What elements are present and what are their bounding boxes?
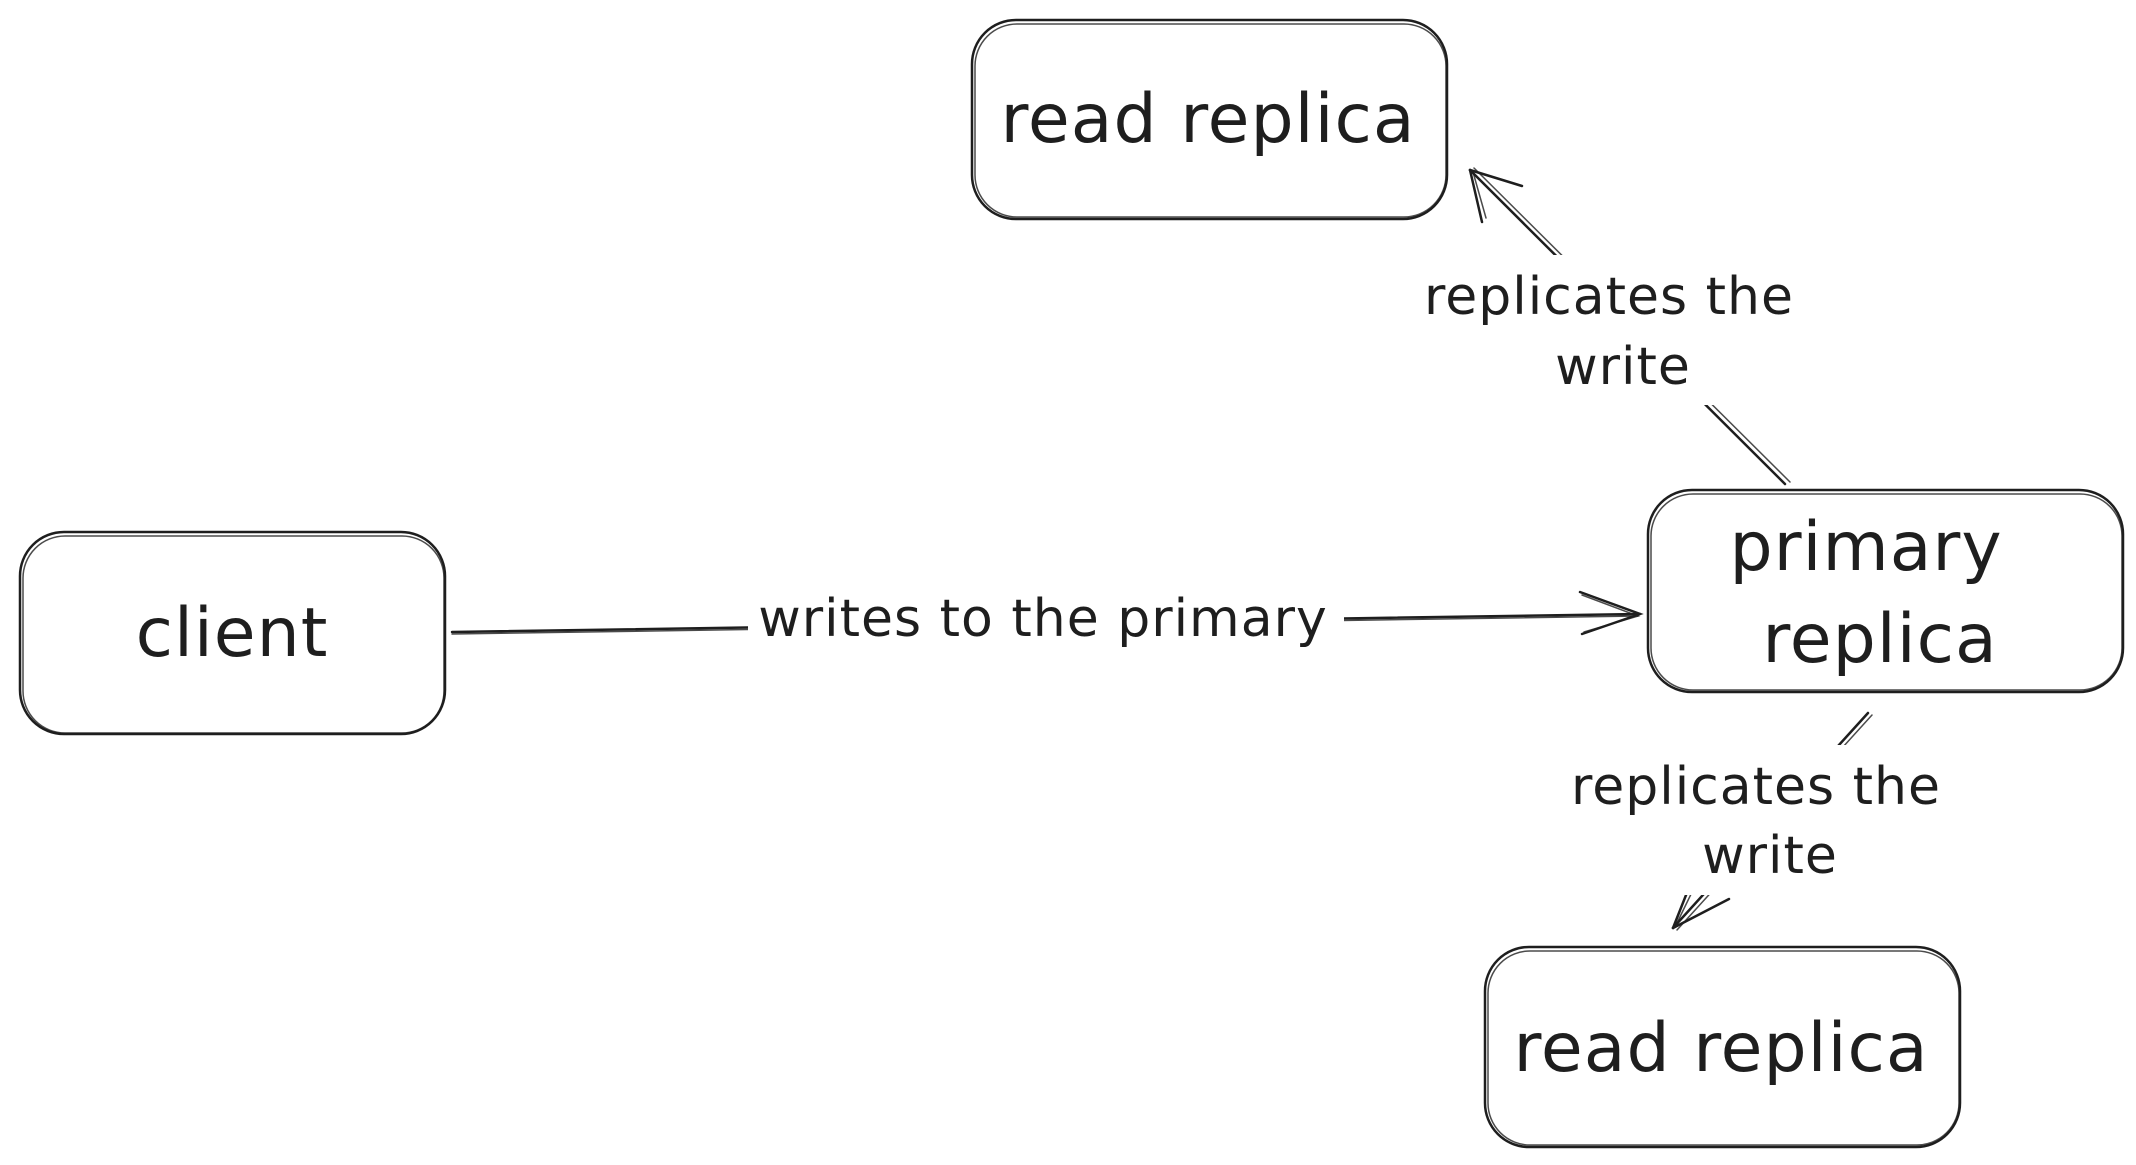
edge-label-writes-to-primary: writes to the primary bbox=[758, 589, 1327, 649]
node-client-label: client bbox=[136, 594, 329, 673]
node-read-replica-top[interactable]: read replica bbox=[970, 18, 1449, 221]
node-read-replica-bottom-label: read replica bbox=[1513, 1009, 1928, 1088]
edge-label-replicates-bottom-line1: replicates the bbox=[1571, 757, 1941, 817]
node-primary-replica[interactable]: primary replica bbox=[1646, 488, 2125, 694]
edge-label-bg bbox=[1555, 745, 1955, 895]
edge-label-replicates-top-line1: replicates the bbox=[1424, 267, 1794, 327]
edge-label-bg bbox=[748, 580, 1344, 658]
node-client[interactable]: client bbox=[18, 530, 447, 736]
edge-label-replicates-bottom-line2: write bbox=[1702, 826, 1838, 886]
node-read-replica-top-label: read replica bbox=[1000, 80, 1415, 159]
node-primary-label-line2: replica bbox=[1762, 600, 1997, 679]
edge-label-bg bbox=[1410, 255, 1810, 405]
edge-label-replicates-top-line2: write bbox=[1555, 337, 1691, 397]
node-primary-label-line1: primary bbox=[1729, 508, 2002, 587]
node-read-replica-bottom[interactable]: read replica bbox=[1483, 945, 1962, 1149]
